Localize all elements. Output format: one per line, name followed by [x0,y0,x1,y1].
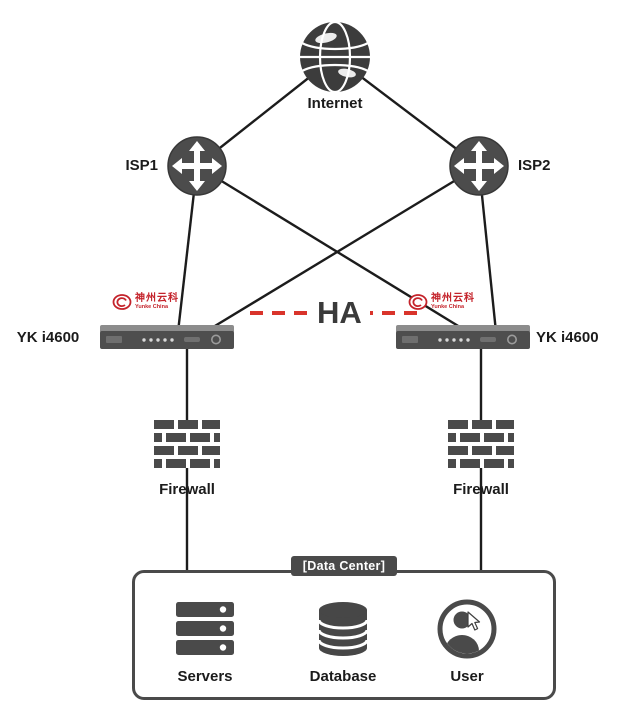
yunke-logo-left: 神州云科 Yunke China [112,294,179,311]
brand-en-right: Yunke China [431,304,465,310]
servers-label: Servers [177,668,233,685]
datacenter-badge: [Data Center] [290,556,398,576]
brand-en-left: Yunke China [135,304,169,310]
database-icon [317,600,369,658]
yunke-swirl-icon [112,294,132,311]
router-isp2-icon [448,135,510,197]
user-icon [435,597,499,661]
appliance-left-icon [100,322,234,352]
isp1-label: ISP1 [125,157,158,174]
brand-cn-left: 神州云科 [135,293,179,304]
link-isp2-appliance-left [204,164,480,334]
ha-label: HA [309,295,370,331]
firewall-right-label: Firewall [453,481,509,498]
appliance-right-label: YK i4600 [536,329,599,346]
isp2-label: ISP2 [518,157,551,174]
yunke-logo-right: 神州云科 Yunke China [408,294,475,311]
servers-icon [173,602,237,656]
appliance-left-label: YK i4600 [16,329,80,346]
user-label: User [450,668,484,685]
appliance-right-icon [396,322,530,352]
yunke-swirl-icon [408,294,428,311]
cursor-arrow-icon [467,611,481,631]
firewall-right-icon [448,420,514,468]
internet-label: Internet [307,95,363,112]
database-label: Database [309,668,377,685]
firewall-left-icon [154,420,220,468]
brand-cn-right: 神州云科 [431,293,475,304]
router-isp1-icon [166,135,228,197]
firewall-left-label: Firewall [159,481,215,498]
datacenter-badge-row: [Data Center] [132,556,556,576]
internet-globe-icon [297,19,373,95]
